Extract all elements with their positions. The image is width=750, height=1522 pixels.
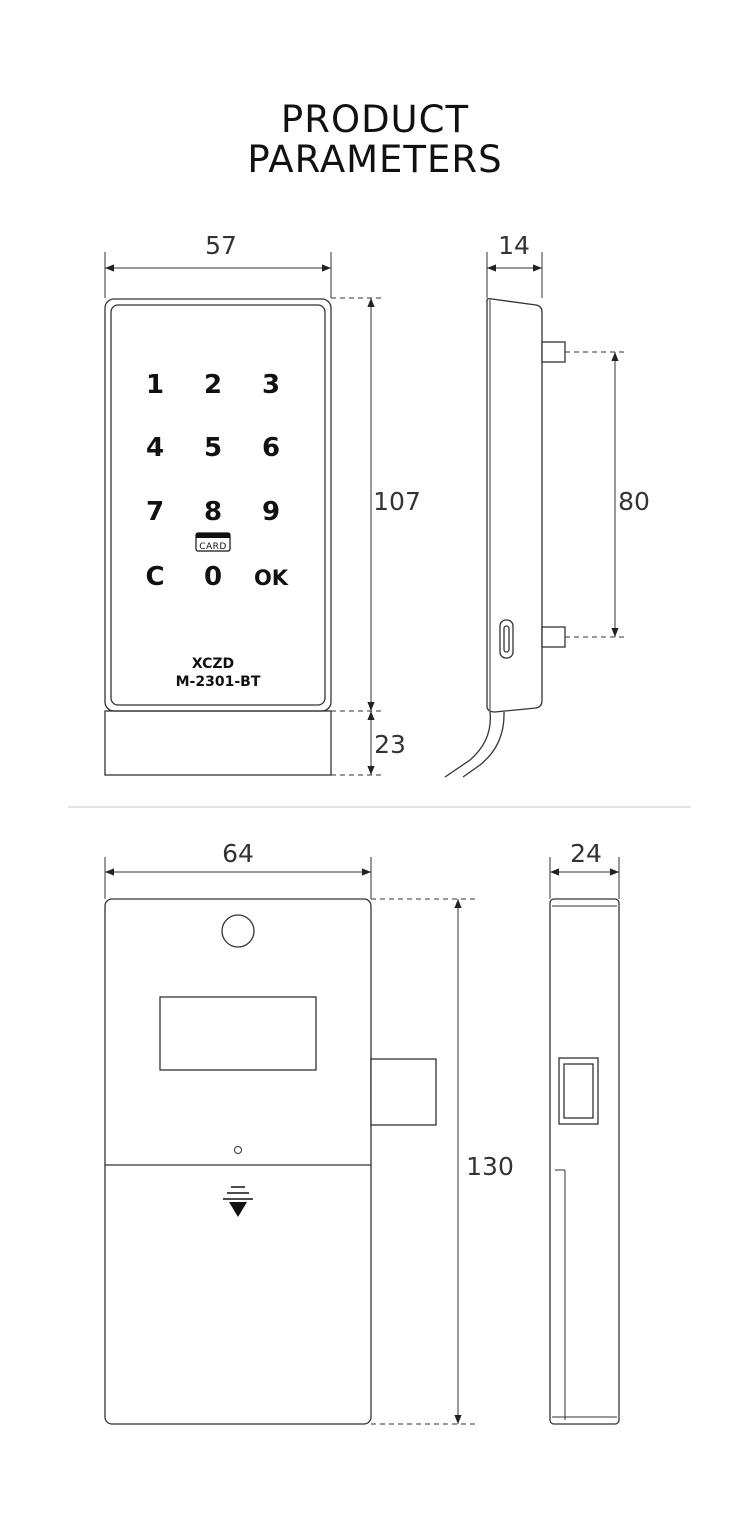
title-line-2: PARAMETERS <box>247 138 503 181</box>
keypad-depth-label: 14 <box>498 231 530 260</box>
pin-spacing-label: 80 <box>618 487 650 516</box>
key-3: 3 <box>262 370 280 400</box>
key-7: 7 <box>146 497 164 527</box>
title-line-1: PRODUCT <box>280 98 470 141</box>
keypad-side-body <box>486 298 543 713</box>
lock-side-view <box>549 857 620 1425</box>
keypad-base <box>104 710 332 776</box>
key-ok: OK <box>254 566 289 590</box>
bottom-mounting-pin <box>541 626 566 648</box>
lock-body <box>104 898 372 1425</box>
page-title: PRODUCT PARAMETERS <box>0 100 750 180</box>
lock-label-window <box>159 996 317 1071</box>
key-5: 5 <box>204 433 222 463</box>
lock-indicator-dot <box>234 1146 242 1154</box>
keypad-width-label: 57 <box>205 231 237 260</box>
lock-side-body <box>549 898 620 1425</box>
keypad-base-label: 23 <box>374 730 406 759</box>
card-label: CARD <box>199 542 227 552</box>
lock-bolt <box>370 1058 437 1126</box>
key-6: 6 <box>262 433 280 463</box>
lock-width-label: 64 <box>222 839 254 868</box>
lock-front-view <box>104 857 478 1425</box>
key-4: 4 <box>146 433 164 463</box>
lock-side-window-inner <box>563 1063 594 1119</box>
lock-height-label: 130 <box>466 1152 514 1181</box>
battery-cover-arrow-icon <box>223 1186 253 1217</box>
key-8: 8 <box>204 497 222 527</box>
key-1: 1 <box>146 370 164 400</box>
keypad-side-view <box>444 252 628 778</box>
cable <box>444 711 491 778</box>
lock-side-window-outer <box>558 1057 599 1125</box>
key-0: 0 <box>204 562 222 592</box>
key-c: C <box>145 562 164 592</box>
model-label: M-2301-BT <box>176 674 261 690</box>
key-2: 2 <box>204 370 222 400</box>
lock-depth-label: 24 <box>570 839 602 868</box>
usb-c-port <box>499 619 514 659</box>
keypad-height-label: 107 <box>373 487 421 516</box>
keypad-glass-panel <box>110 304 326 706</box>
top-mounting-pin <box>541 341 566 363</box>
keypad-front-view <box>104 252 383 776</box>
key-9: 9 <box>262 497 280 527</box>
lock-mounting-hole <box>221 914 255 948</box>
brand-label: XCZD <box>192 656 234 672</box>
keypad-keys: 1 2 3 4 5 6 7 8 9 C 0 OK <box>145 370 288 592</box>
